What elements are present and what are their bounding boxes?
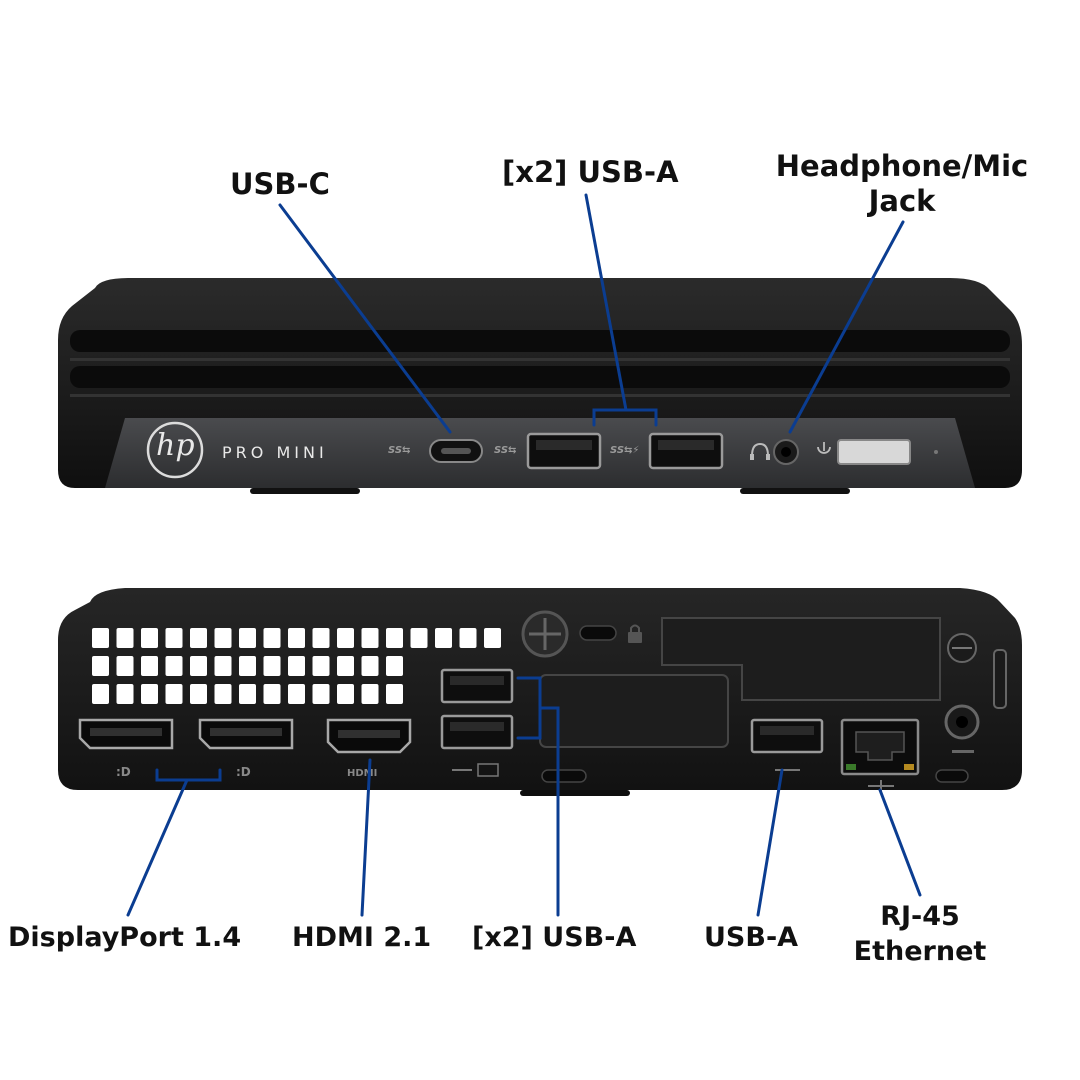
vent-hole: [312, 684, 330, 704]
vent-hole: [312, 628, 330, 648]
usb-superspeed-icon: SS⇆: [388, 445, 411, 456]
svg-text::D: :D: [236, 765, 251, 779]
vent-hole: [116, 684, 134, 704]
callout-lines: [126, 193, 922, 917]
vent-hole: [190, 628, 207, 648]
displayport-port-2: [198, 718, 294, 750]
vent-hole: [214, 684, 232, 704]
vent-hole: [190, 684, 207, 704]
label-hdmi: HDMI 2.1: [292, 922, 432, 953]
vent-hole: [410, 628, 428, 648]
vent-hole: [141, 628, 158, 648]
vent-hole: [116, 628, 134, 648]
expansion-panel-lower: [539, 674, 729, 748]
front-chassis: [58, 278, 1022, 494]
vent-hole: [386, 656, 403, 676]
expansion-panel-upper: [661, 617, 941, 701]
vent-hole: [288, 628, 305, 648]
vent-hole: [165, 684, 183, 704]
rear-slot-2: [541, 769, 587, 783]
vent-hole: [337, 656, 354, 676]
vent-hole: [288, 684, 305, 704]
vent-hole: [361, 684, 379, 704]
label-rear-usba-x2: [x2] USB-A: [472, 922, 637, 953]
vent-hole: [337, 684, 354, 704]
hdmi-port: [326, 718, 412, 754]
svg-text::D: :D: [116, 765, 131, 779]
label-headphone-line2: Jack: [868, 184, 936, 218]
headphone-icon: [750, 442, 770, 460]
model-name: PRO MINI: [222, 443, 328, 462]
vent-hole: [92, 628, 109, 648]
vent-hole: [190, 656, 207, 676]
hp-logo-text: hp: [156, 428, 195, 463]
vent-hole: [214, 628, 232, 648]
vent-hole: [263, 628, 281, 648]
vent-hole: [165, 628, 183, 648]
hp-logo-icon: [146, 421, 204, 479]
rear-usba-port-3: [750, 718, 824, 754]
label-displayport: DisplayPort 1.4: [8, 922, 242, 953]
vent-hole: [312, 656, 330, 676]
rj45-port: [840, 718, 920, 776]
displayport-port-1: [78, 718, 174, 750]
vent-hole: [459, 628, 477, 648]
front-usba-port-2: [648, 432, 724, 470]
usb-superspeed-icon: SS⇆: [494, 445, 517, 456]
side-latch: [993, 649, 1007, 709]
vent-hole: [239, 656, 256, 676]
vent-hole: [92, 656, 109, 676]
vent-hole: [386, 684, 403, 704]
vent-hole: [141, 656, 158, 676]
hdmi-port-label: HDMI: [347, 768, 377, 779]
vent-hole: [116, 656, 134, 676]
vent-hole: [92, 684, 109, 704]
vent-hole: [239, 628, 256, 648]
rear-usba-port-2: [440, 714, 514, 750]
label-rj45-line1: RJ-45: [880, 901, 960, 932]
label-rear-usba: USB-A: [704, 922, 799, 953]
vent-hole: [141, 684, 158, 704]
label-front-usba-x2: [x2] USB-A: [502, 155, 679, 189]
vent-hole: [214, 656, 232, 676]
vent-hole: [263, 656, 281, 676]
label-usbc: USB-C: [230, 167, 330, 201]
vent-hole: [361, 628, 379, 648]
thumbscrew: [521, 610, 569, 658]
vent-hole: [386, 628, 403, 648]
vent-hole: [165, 656, 183, 676]
front-usba-port-1: [526, 432, 602, 470]
ventilation-grille: [92, 628, 501, 704]
vent-hole: [263, 684, 281, 704]
label-headphone-line1: Headphone/Mic: [775, 149, 1029, 183]
vent-hole: [435, 628, 452, 648]
vent-hole: [361, 656, 379, 676]
rear-usba-port-1: [440, 668, 514, 704]
lock-icon: [628, 624, 642, 643]
vent-hole: [239, 684, 256, 704]
label-rj45-line2: Ethernet: [853, 936, 987, 967]
vent-hole: [288, 656, 305, 676]
displayport-icon: :D :D: [116, 765, 251, 779]
power-button: [837, 439, 911, 465]
vent-hole: [337, 628, 354, 648]
kensington-slot: [579, 625, 617, 641]
rear-slot: [935, 769, 969, 783]
vent-hole: [484, 628, 501, 648]
power-icon: [817, 442, 831, 454]
thunderbolt-icon: SS⇆⚡: [610, 445, 640, 456]
usb-icon: [452, 763, 499, 777]
